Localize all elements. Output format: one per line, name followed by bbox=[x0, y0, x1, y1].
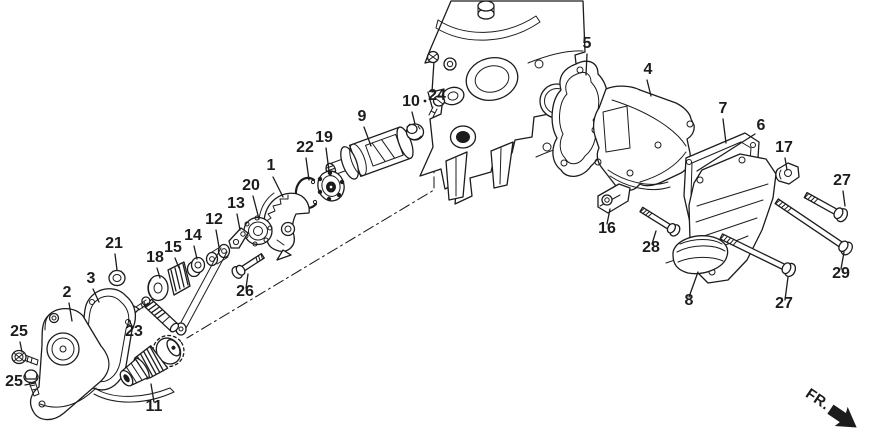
part-label-25a: 25 bbox=[10, 323, 28, 340]
bolt-28 bbox=[639, 206, 681, 237]
part-label-13: 13 bbox=[227, 195, 245, 212]
part-label-18: 18 bbox=[146, 249, 164, 266]
part-label-10: 10 bbox=[402, 93, 420, 110]
part-label-25b: 25 bbox=[5, 373, 23, 390]
bearing-20 bbox=[243, 215, 273, 247]
part-label-5: 5 bbox=[583, 35, 592, 52]
clamp-17 bbox=[775, 162, 800, 185]
stay-bracket-16 bbox=[597, 183, 631, 214]
bolt-25-lower bbox=[23, 369, 40, 397]
part-label-22: 22 bbox=[296, 139, 314, 156]
bolt-27-lower bbox=[719, 233, 797, 278]
clevis-12 bbox=[205, 243, 231, 267]
collar-14 bbox=[186, 256, 206, 278]
part-label-27b: 27 bbox=[775, 295, 793, 312]
part-label-14: 14 bbox=[184, 227, 202, 244]
bolt-27-upper bbox=[803, 191, 849, 223]
nut-10 bbox=[405, 123, 425, 141]
part-label-7: 7 bbox=[719, 100, 728, 117]
part-label-3: 3 bbox=[87, 270, 96, 287]
bolt-25-upper bbox=[11, 349, 39, 366]
part-label-29: 29 bbox=[832, 265, 850, 282]
exhaust-valve-1 bbox=[258, 192, 310, 261]
part-label-2: 2 bbox=[63, 284, 72, 301]
nut-21 bbox=[108, 269, 126, 287]
part-label-20: 20 bbox=[242, 177, 260, 194]
fr-indicator: FR. bbox=[802, 385, 857, 428]
dot bbox=[423, 99, 427, 103]
part-label-9: 9 bbox=[358, 108, 367, 125]
bolt-26 bbox=[231, 253, 265, 279]
part-label-24: 24 bbox=[428, 87, 446, 104]
chamber-cover-4 bbox=[592, 85, 695, 192]
gasket-5 bbox=[551, 60, 609, 177]
part-label-16: 16 bbox=[598, 220, 616, 237]
fr-arrow-icon bbox=[827, 404, 857, 428]
part-label-26: 26 bbox=[236, 283, 254, 300]
part-label-4: 4 bbox=[644, 61, 653, 78]
leader-lines bbox=[19, 53, 846, 403]
cylinder-block bbox=[419, 0, 586, 205]
part-label-19: 19 bbox=[315, 129, 333, 146]
side-cover-2 bbox=[29, 307, 110, 421]
cap-8 bbox=[672, 235, 729, 275]
part-label-21: 21 bbox=[105, 235, 123, 252]
bearing-19 bbox=[317, 170, 345, 202]
part-label-17: 17 bbox=[775, 139, 793, 156]
part-label-1: 1 bbox=[267, 157, 276, 174]
valve-spool-9 bbox=[325, 126, 414, 180]
screw-24 bbox=[428, 95, 446, 118]
washer-18 bbox=[147, 274, 169, 302]
fr-label: FR. bbox=[802, 385, 833, 413]
part-label-27a: 27 bbox=[833, 172, 851, 189]
part-label-23: 23 bbox=[125, 323, 143, 340]
part-label-15: 15 bbox=[164, 239, 182, 256]
part-label-8: 8 bbox=[685, 292, 694, 309]
governor-11 bbox=[119, 334, 185, 387]
valve-shaft-knurled bbox=[141, 296, 180, 333]
part-label-12: 12 bbox=[205, 211, 223, 228]
lever-13 bbox=[228, 227, 249, 249]
part-callouts: 1 2 3 4 5 6 7 8 9 10 11 12 13 14 15 16 1… bbox=[5, 35, 851, 415]
bolt-29 bbox=[774, 198, 854, 256]
part-label-11: 11 bbox=[146, 398, 163, 415]
part-label-6: 6 bbox=[757, 117, 766, 134]
spring-15 bbox=[167, 261, 191, 296]
part-label-28: 28 bbox=[642, 239, 660, 256]
